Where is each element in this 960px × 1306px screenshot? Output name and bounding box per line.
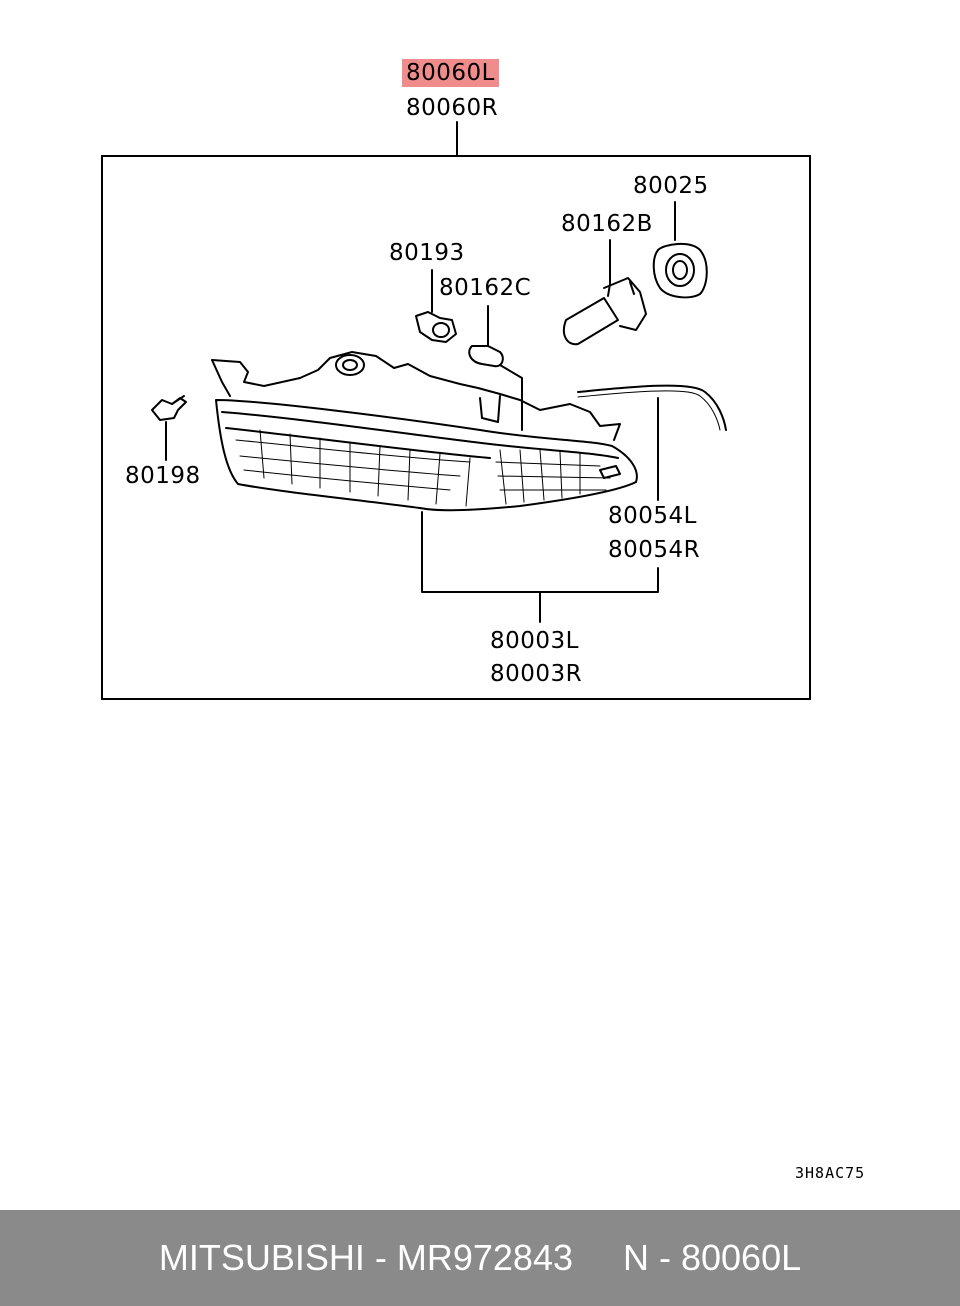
callout-80054R[interactable]: 80054R — [608, 537, 701, 563]
part-info-footer: MITSUBISHI - MR972843 N - 80060L — [0, 1210, 960, 1306]
leader-80162C-lower — [499, 364, 523, 431]
callout-80054L[interactable]: 80054L — [608, 503, 697, 529]
part-80162C — [468, 345, 504, 368]
callout-80198[interactable]: 80198 — [125, 463, 201, 489]
housing-top — [211, 351, 621, 441]
wire-harness — [577, 384, 727, 431]
callout-80162B[interactable]: 80162B — [561, 211, 653, 237]
callout-80060R[interactable]: 80060R — [406, 95, 499, 121]
callout-80060L[interactable]: 80060L — [402, 59, 499, 87]
footer-text: MITSUBISHI - MR972843 N - 80060L — [158, 1237, 802, 1278]
diagram-frame — [101, 155, 811, 700]
part-80193 — [415, 311, 457, 343]
callout-80162C[interactable]: 80162C — [439, 275, 532, 301]
diagram-code: 3H8AC75 — [795, 1164, 866, 1182]
part-80162B — [562, 277, 647, 346]
callout-80003L[interactable]: 80003L — [490, 628, 579, 654]
part-80198 — [151, 395, 187, 421]
callout-80003R[interactable]: 80003R — [490, 661, 583, 687]
callout-80025[interactable]: 80025 — [633, 173, 709, 199]
headlamp-lens — [215, 399, 638, 512]
part-80025 — [652, 243, 708, 299]
callout-80193[interactable]: 80193 — [389, 240, 465, 266]
